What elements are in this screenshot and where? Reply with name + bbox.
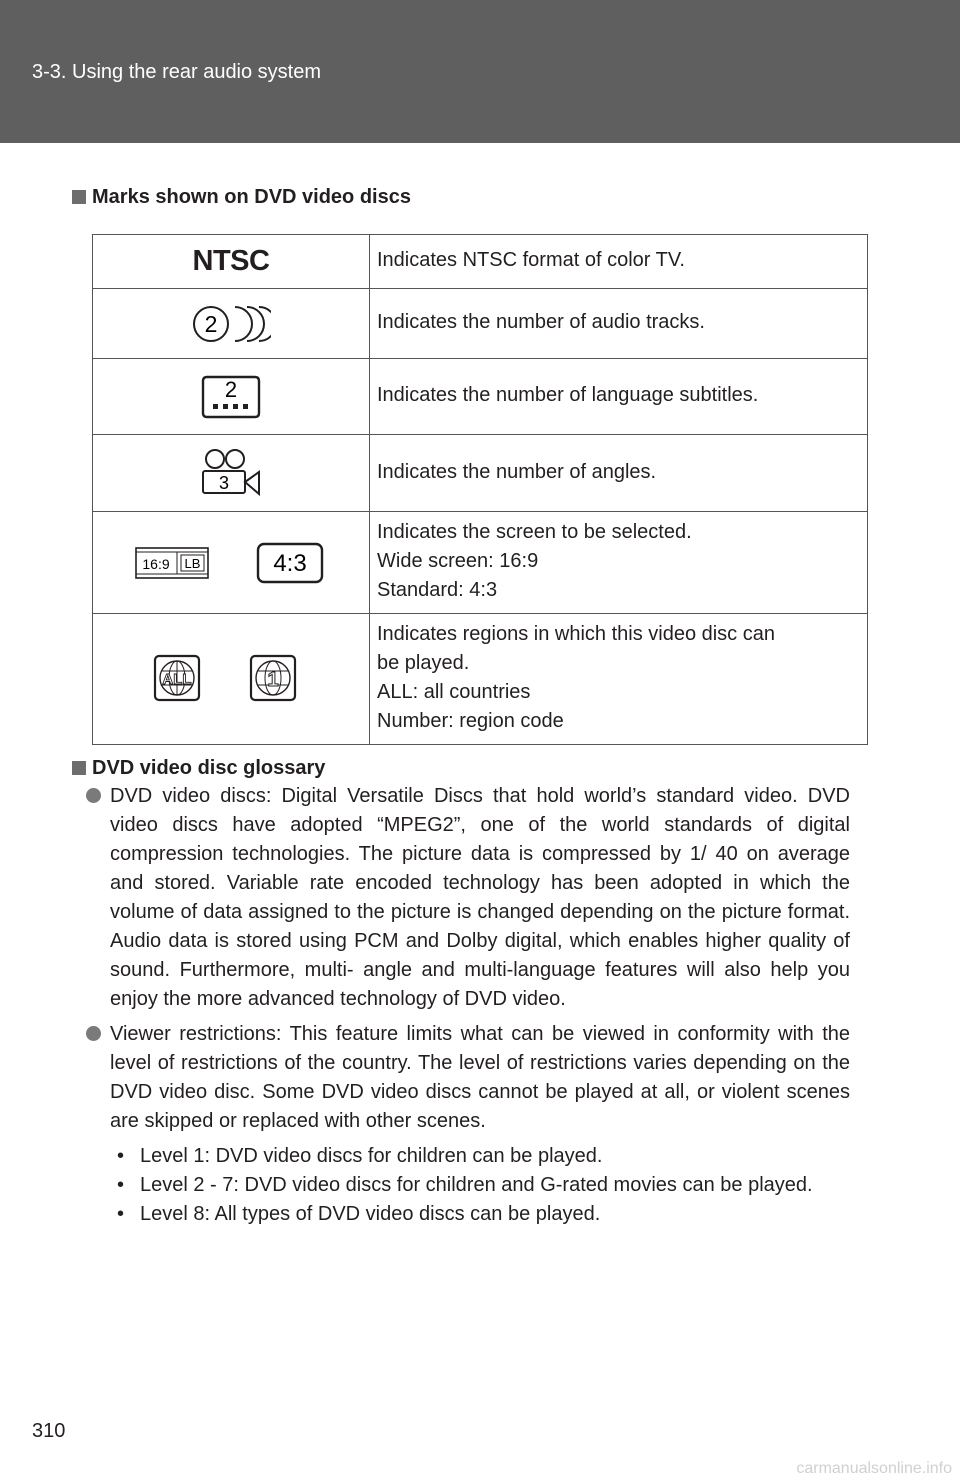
table-row: 3 Indicates the number of angles. <box>92 434 868 512</box>
screen-format-icon: 16:9 LB 4:3 <box>92 511 370 614</box>
level-list: Level 1: DVD video discs for children ca… <box>110 1142 850 1229</box>
list-item: Viewer restrictions: This feature limits… <box>86 1020 850 1136</box>
square-bullet-icon <box>72 761 86 775</box>
page-number: 310 <box>32 1420 66 1442</box>
svg-text:3: 3 <box>219 473 229 493</box>
svg-text:1: 1 <box>267 669 278 691</box>
table-row: 2 Indicates the number of audio tracks. <box>92 288 868 359</box>
table-row: ALL 1 Indicates regions in which this vi… <box>92 613 868 745</box>
list-item: Level 1: DVD video discs for children ca… <box>110 1142 850 1171</box>
mark-description: Indicates NTSC format of color TV. <box>369 234 868 289</box>
round-bullet-icon <box>86 788 101 803</box>
audio-tracks-icon: 2 <box>92 288 370 359</box>
marks-table: NTSC Indicates NTSC format of color TV. … <box>92 234 868 745</box>
mark-description: Indicates regions in which this video di… <box>369 613 868 745</box>
svg-text:4:3: 4:3 <box>273 550 306 577</box>
round-bullet-icon <box>86 1026 101 1041</box>
glossary-heading: DVD video disc glossary <box>72 757 325 780</box>
svg-text:2: 2 <box>205 311 218 337</box>
mark-description: Indicates the number of language subtitl… <box>369 358 868 435</box>
mark-description: Indicates the number of angles. <box>369 434 868 512</box>
mark-description: Indicates the number of audio tracks. <box>369 288 868 359</box>
section-title: 3-3. Using the rear audio system <box>32 61 322 83</box>
subtitles-icon: 2 <box>92 358 370 435</box>
svg-text:LB: LB <box>185 556 201 571</box>
marks-heading: Marks shown on DVD video discs <box>72 186 411 209</box>
square-bullet-icon <box>72 190 86 204</box>
ntsc-mark-icon: NTSC <box>92 234 370 289</box>
svg-text:ALL: ALL <box>162 671 191 688</box>
list-item: Level 8: All types of DVD video discs ca… <box>110 1200 850 1229</box>
svg-text:2: 2 <box>225 377 237 402</box>
list-item: Level 2 - 7: DVD video discs for childre… <box>110 1171 850 1200</box>
table-row: NTSC Indicates NTSC format of color TV. <box>92 234 868 289</box>
watermark: carmanualsonline.info <box>796 1460 952 1477</box>
glossary-body: DVD video discs: Digital Versatile Discs… <box>86 782 850 1229</box>
table-row: 2 Indicates the number of language subti… <box>92 358 868 435</box>
region-globe-icon: ALL 1 <box>92 613 370 745</box>
svg-text:16:9: 16:9 <box>142 556 169 572</box>
list-item: DVD video discs: Digital Versatile Discs… <box>86 782 850 1014</box>
camera-angles-icon: 3 <box>92 434 370 512</box>
mark-description: Indicates the screen to be selected. Wid… <box>369 511 868 614</box>
table-row: 16:9 LB 4:3 Indicates the screen to be s… <box>92 511 868 614</box>
header-band <box>0 0 960 143</box>
